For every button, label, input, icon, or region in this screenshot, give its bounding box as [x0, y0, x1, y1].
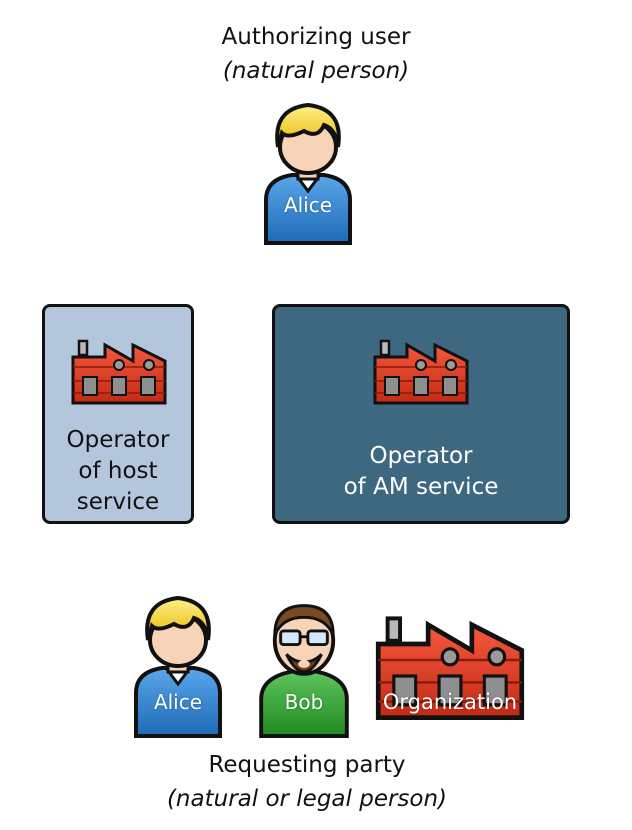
authorizing-user-title: Authorizing user — [221, 24, 411, 50]
requesting-bob-avatar: Bob — [252, 592, 356, 738]
person-alice-icon — [128, 588, 228, 738]
am-service-line2: of AM service — [343, 474, 499, 500]
requesting-party-subtitle: (natural or legal person) — [166, 786, 448, 812]
requesting-bob-label: Bob — [284, 690, 324, 714]
host-service-box: Operator of host service — [42, 304, 194, 524]
person-bob-icon — [252, 592, 356, 738]
host-service-line2: of host — [78, 458, 158, 484]
host-service-line3: service — [76, 489, 160, 515]
authorizing-user-subtitle: (natural person) — [222, 58, 410, 84]
requesting-alice-avatar: Alice — [128, 588, 228, 738]
host-factory-icon — [69, 337, 169, 407]
requesting-alice-label: Alice — [153, 690, 203, 714]
am-service-line1: Operator — [369, 443, 473, 469]
am-service-box: Operator of AM service — [272, 304, 570, 524]
requesting-party-title: Requesting party — [208, 752, 406, 778]
authorizing-user-avatar: Alice — [258, 95, 358, 245]
requesting-organization: Organization — [372, 612, 528, 724]
requesting-organization-label: Organization — [382, 690, 518, 714]
host-service-line1: Operator — [66, 427, 170, 453]
authorizing-user-label: Alice — [283, 193, 333, 217]
person-alice-icon — [258, 95, 358, 245]
am-factory-icon — [371, 337, 471, 407]
